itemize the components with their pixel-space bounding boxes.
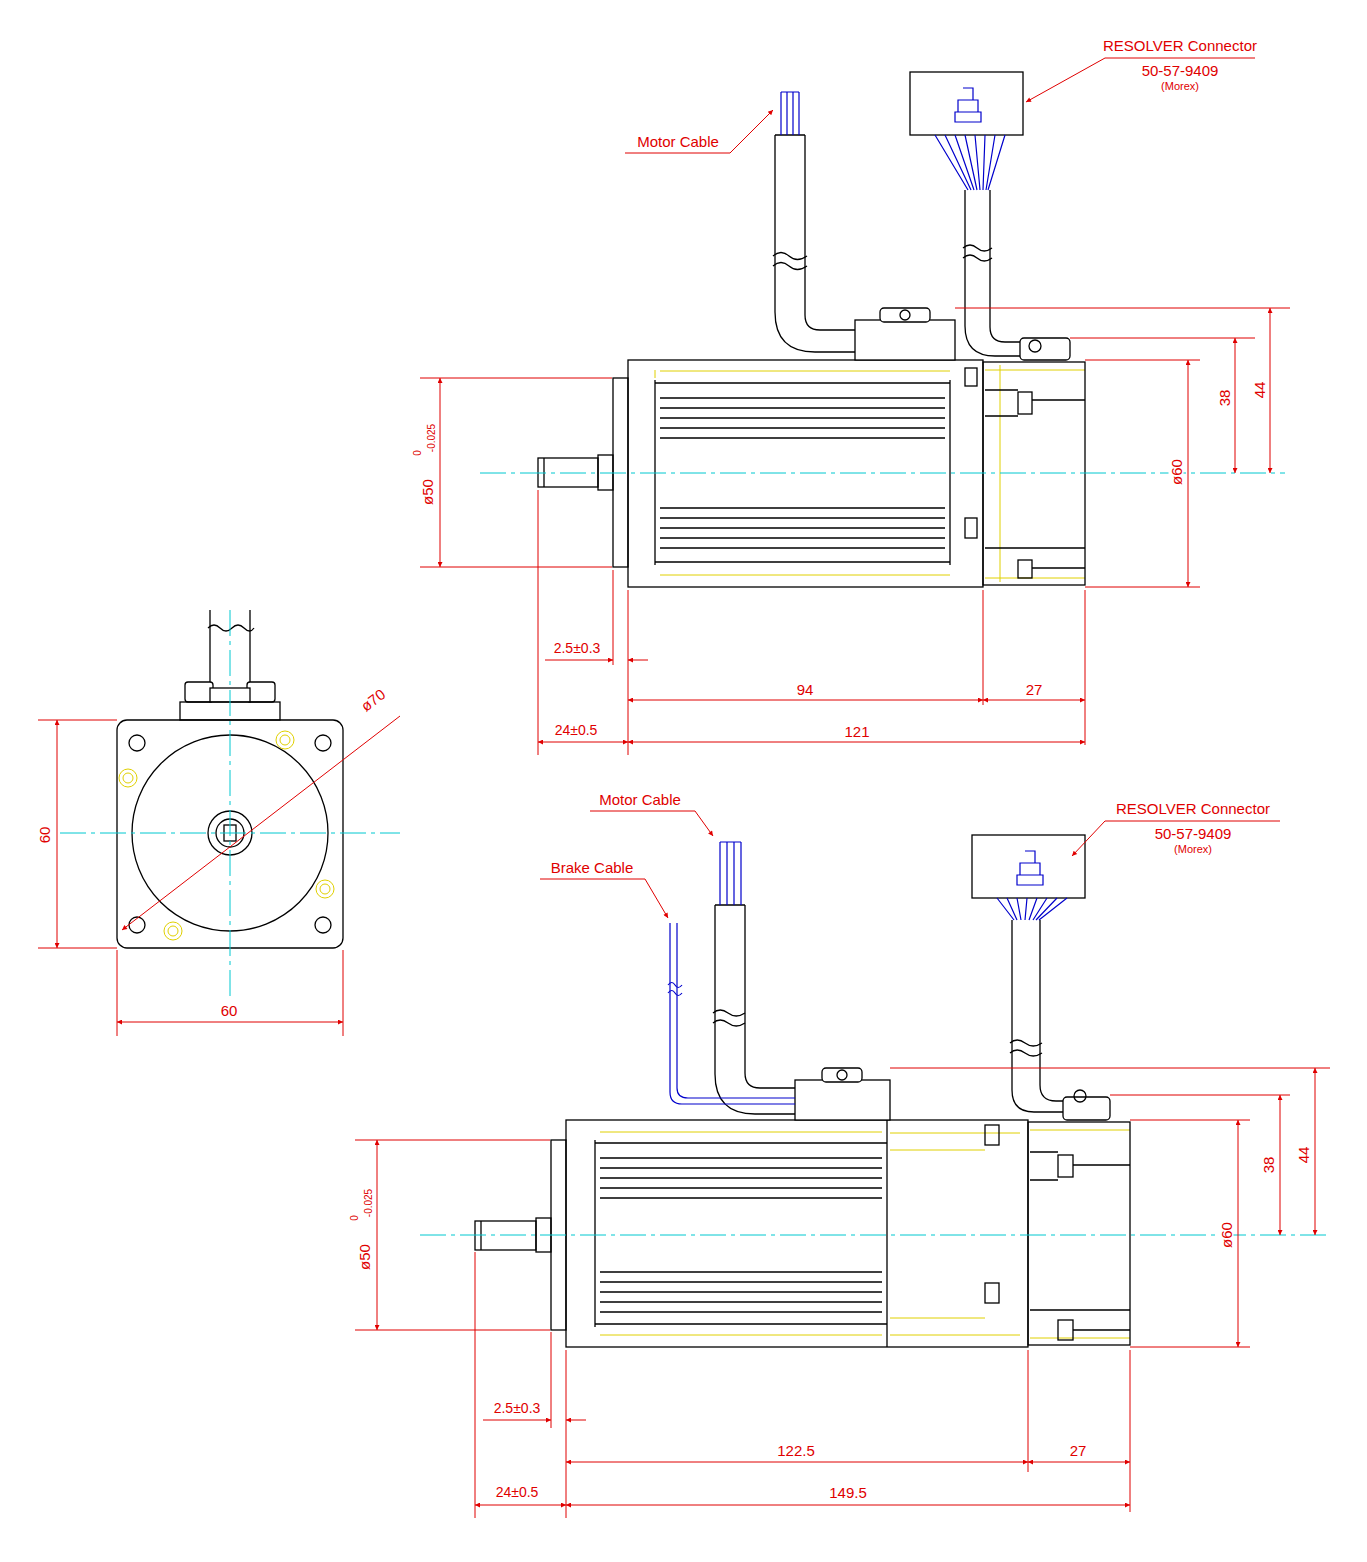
- brake-cable: [668, 923, 795, 1104]
- dimension-label: 24±0.5: [495, 1485, 540, 1499]
- dimension-label: 24±0.5: [554, 723, 599, 737]
- dimension-label: 27: [1025, 682, 1044, 697]
- tolerance-label: 0: [413, 449, 423, 457]
- dimension-label: 2.5±0.3: [553, 641, 602, 655]
- maker-note: (Morex): [1160, 81, 1200, 92]
- dimension-lines: [355, 811, 1330, 1518]
- callout-label: Brake Cable: [550, 860, 635, 875]
- dimension-label: 44: [1252, 381, 1267, 400]
- tolerance-label: 0: [350, 1214, 360, 1222]
- maker-note: (Morex): [1173, 844, 1213, 855]
- part-number: 50-57-9409: [1141, 63, 1220, 78]
- resolver-cable: [972, 835, 1110, 1120]
- dimension-label: 38: [1217, 389, 1232, 408]
- dimension-label: ø70: [357, 686, 388, 715]
- part-number: 50-57-9409: [1154, 826, 1233, 841]
- centerline: [420, 1235, 1330, 1236]
- resolver-cable: [910, 72, 1070, 360]
- dimension-label: 60: [37, 826, 52, 845]
- dimension-label: 121: [843, 724, 870, 739]
- dimension-label: 44: [1296, 1146, 1311, 1165]
- dimension-label: 122.5: [776, 1443, 816, 1458]
- front-view: [38, 610, 400, 1036]
- callout-label: Motor Cable: [598, 792, 682, 807]
- dimension-lines: [420, 58, 1290, 755]
- centerline: [480, 473, 1285, 474]
- tolerance-label: -0.025: [364, 1188, 374, 1218]
- dimension-label: ø60: [1219, 1221, 1234, 1249]
- dimension-label: ø60: [1169, 458, 1184, 486]
- dimension-label: 94: [796, 682, 815, 697]
- callout-label: RESOLVER Connector: [1115, 801, 1271, 816]
- callout-label: Motor Cable: [636, 134, 720, 149]
- tolerance-label: -0.025: [427, 423, 437, 453]
- dimension-label: 27: [1069, 1443, 1088, 1458]
- dimension-label: 38: [1261, 1156, 1276, 1175]
- motor-cable: [713, 842, 890, 1120]
- dimension-label: 149.5: [828, 1485, 868, 1500]
- dimension-label: 60: [220, 1003, 239, 1018]
- dimension-label: 2.5±0.3: [493, 1401, 542, 1415]
- callout-label: RESOLVER Connector: [1102, 38, 1258, 53]
- dimension-label: ø50: [357, 1243, 372, 1271]
- motor-body-brake: [475, 1120, 1130, 1347]
- dimension-label: ø50: [420, 478, 435, 506]
- motor-cable: [773, 92, 955, 360]
